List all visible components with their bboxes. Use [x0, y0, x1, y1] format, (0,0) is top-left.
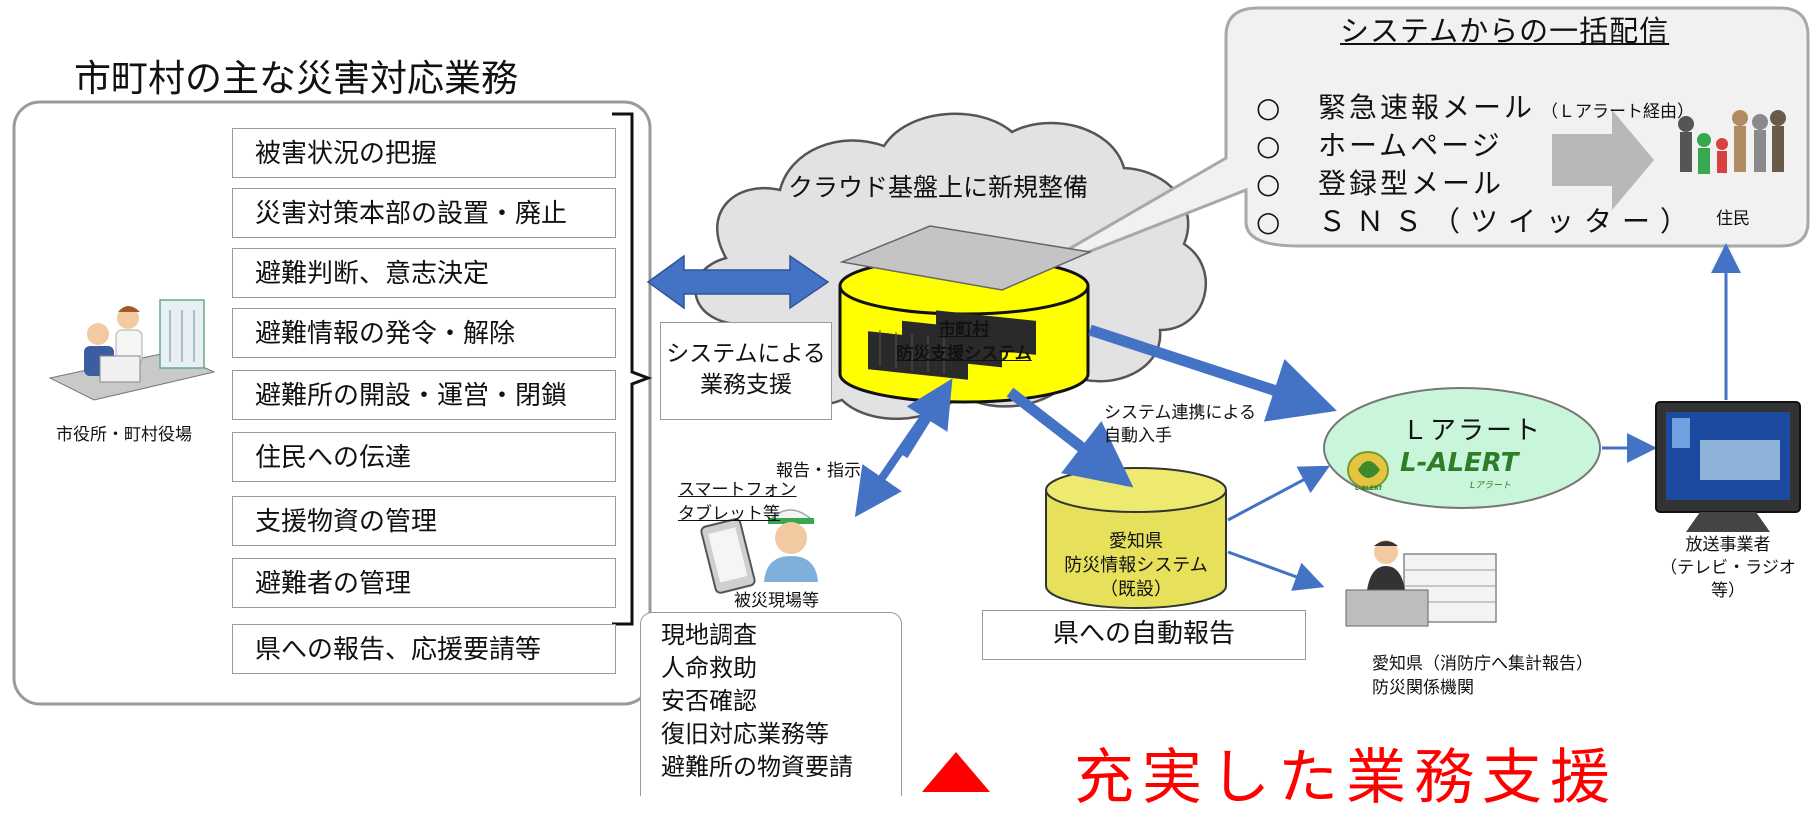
prefecture-agency-label: 愛知県（消防庁へ集計報告） 防災関係機関: [1372, 652, 1593, 700]
disaster-site-label: 被災現場等: [734, 591, 819, 611]
cloud-label: クラウド基盤上に新規整備: [788, 173, 1089, 202]
residents-label: 住民: [1716, 209, 1750, 229]
municipal-system-label: 市町村 防災支援システム: [864, 318, 1064, 366]
bubble-item-mark: ○: [1256, 205, 1281, 238]
bubble-item-text: 緊急速報メール: [1318, 91, 1536, 124]
task-item: 県への報告、応援要請等: [232, 624, 616, 674]
linkage-line1: システム連携による: [1104, 403, 1256, 423]
task-item: 避難所の開設・運営・閉鎖: [232, 370, 616, 420]
task-item: 避難情報の発令・解除: [232, 308, 616, 358]
bubble-item-mark: ○: [1256, 167, 1281, 200]
agency-line1: 愛知県（消防庁へ集計報告）: [1372, 654, 1593, 674]
report-label: 報告・指示: [776, 461, 861, 481]
task-item: 支援物資の管理: [232, 496, 616, 546]
bubble-item-text: ホームページ: [1318, 129, 1503, 162]
agency-line2: 防災関係機関: [1372, 678, 1474, 698]
bubble-item-note: （Ｌアラート経由）: [1541, 102, 1695, 122]
task-item: 避難判断、意志決定: [232, 248, 616, 298]
prefecture-system-line1: 愛知県: [1109, 531, 1163, 552]
smartphone-line2: タブレット等: [678, 504, 780, 524]
bubble-item: ○ 登録型メール: [1256, 162, 1504, 202]
field-task-item: 現地調査: [661, 621, 757, 649]
auto-report-box: 県への自動報告: [982, 610, 1306, 660]
broadcaster-line2: （テレビ・ラジオ等）: [1660, 558, 1796, 601]
bubble-item: ○ ホームページ: [1256, 124, 1503, 164]
banner-triangle-icon: [922, 752, 990, 792]
distribution-arrow: [1552, 110, 1654, 210]
lalert-logo-small: Lアラート: [1470, 481, 1512, 491]
bottom-banner: ◆充実した業務支援: [1066, 748, 1618, 828]
field-task-item: 安否確認: [661, 687, 757, 715]
broadcaster-label: 放送事業者 （テレビ・ラジオ等）: [1652, 534, 1804, 603]
bubble-item-mark: ○: [1256, 129, 1281, 162]
municipal-system-line1: 市町村: [938, 320, 990, 340]
arrow-field-a: [900, 378, 953, 459]
lalert-logo-text: L-ALERT: [1400, 448, 1519, 478]
field-tasks-box: 現地調査人命救助安否確認復旧対応業務等避難所の物資要請: [640, 612, 902, 796]
task-item: 被害状況の把握: [232, 128, 616, 178]
arrow-to-lalert: [1088, 324, 1337, 422]
tv-icon: [1655, 401, 1801, 532]
field-task-item: 避難所の物資要請: [661, 753, 853, 781]
broadcast-bubble: [1011, 6, 1810, 284]
lalert-label: Ｌアラート: [1402, 416, 1543, 446]
connector-arrows: [854, 243, 1741, 591]
prefecture-system-line2: 防災情報システム: [1064, 555, 1208, 576]
field-task-item: 人命救助: [661, 654, 757, 682]
task-item: 住民への伝達: [232, 432, 616, 482]
worker-tablet-icon: [700, 509, 818, 594]
server-rack-icon: [839, 225, 1093, 380]
bubble-item-mark: ○: [1256, 91, 1281, 124]
bubble-item-text: ＳＮＳ（ツイッター）: [1318, 205, 1699, 238]
municipal-system-line2: 防災支援システム: [896, 344, 1032, 364]
arrow-pref-to-lalert: [1227, 465, 1330, 522]
bubble-item: ○ 緊急速報メール（Ｌアラート経由）: [1256, 86, 1694, 126]
prefecture-system-line3: （既設）: [1100, 579, 1172, 600]
broadcaster-line1: 放送事業者: [1685, 535, 1771, 555]
bubble-title: システムからの一括配信: [1340, 14, 1670, 48]
agency-icon: [1345, 540, 1497, 627]
bottom-banner-text: ◆充実した業務支援: [1074, 743, 1618, 813]
bubble-item-text: 登録型メール: [1318, 167, 1505, 200]
linkage-line2: 自動入手: [1104, 426, 1172, 446]
office-icon: [48, 299, 216, 401]
lalert-ellipse: [1323, 387, 1601, 509]
smartphone-line1: スマートフォン: [678, 480, 797, 500]
residents-icon: [1678, 110, 1786, 174]
arrow-pref-to-agency: [1227, 550, 1325, 591]
bubble-item: ○ ＳＮＳ（ツイッター）: [1256, 200, 1698, 240]
office-label: 市役所・町村役場: [56, 425, 192, 445]
lalert-logo-badge: L-ALERT: [1355, 485, 1383, 492]
arrow-to-prefecture: [1006, 387, 1134, 488]
task-item: 災害対策本部の設置・廃止: [232, 188, 616, 238]
task-item: 避難者の管理: [232, 558, 616, 608]
support-box: システムによる業務支援: [660, 322, 832, 420]
smartphone-label: スマートフォン タブレット等: [678, 478, 797, 526]
double-arrow: [646, 254, 830, 310]
tasks-bracket: [612, 112, 653, 626]
field-task-item: 復旧対応業務等: [661, 720, 829, 748]
lalert-logo-icon: [1347, 451, 1389, 489]
linkage-label: システム連携による 自動入手: [1104, 402, 1256, 448]
main-title: 市町村の主な災害対応業務: [74, 57, 518, 100]
prefecture-system-label: 愛知県 防災情報システム （既設）: [1046, 530, 1226, 602]
